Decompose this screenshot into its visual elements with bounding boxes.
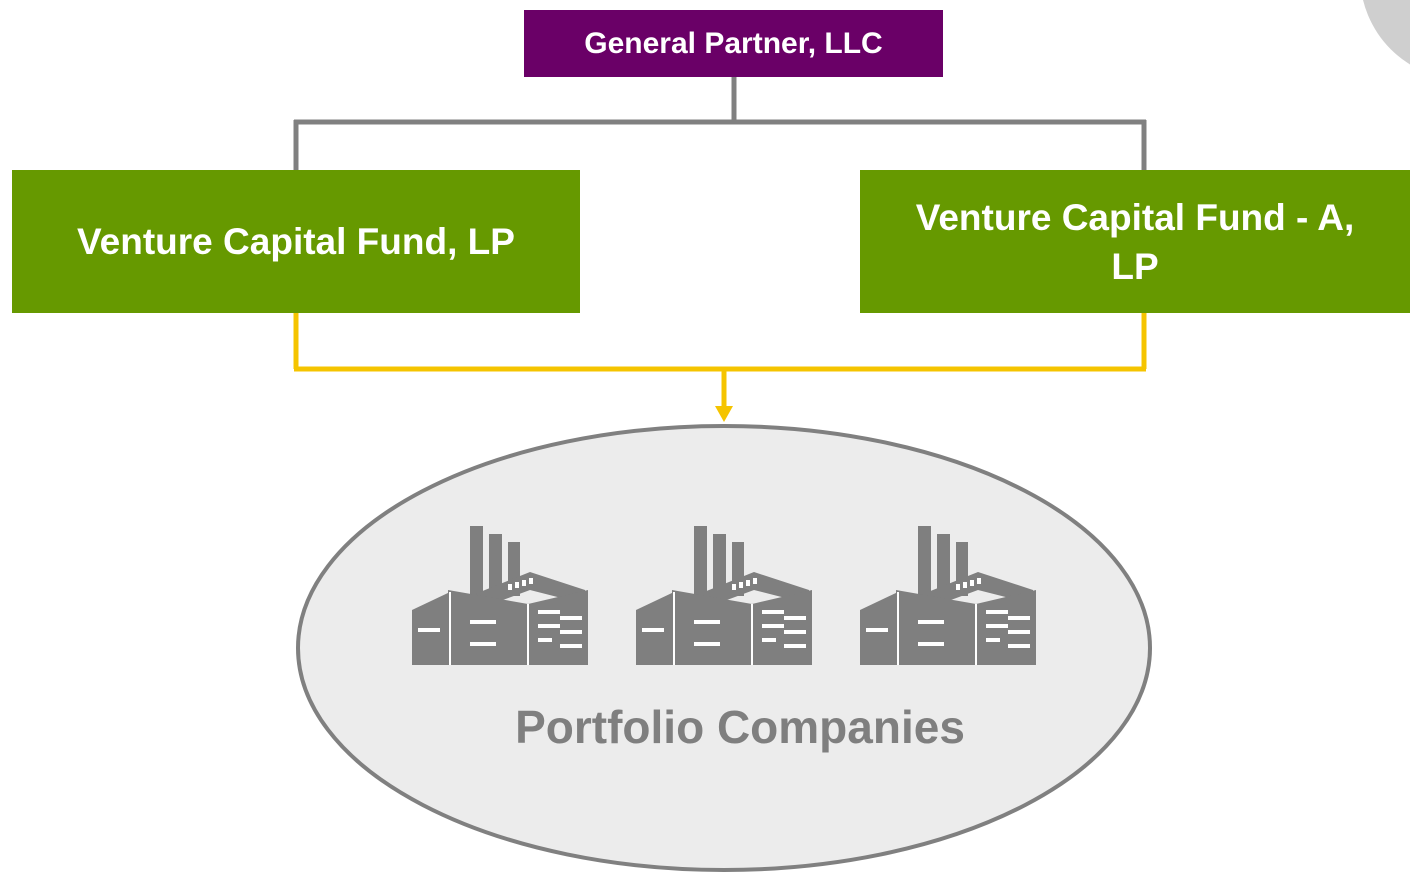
fund-box: Venture Capital Fund - A, LP [860, 170, 1410, 313]
factory-icon [412, 526, 588, 665]
fund-connector [293, 313, 1147, 408]
arrow-head [715, 406, 733, 422]
corner-decoration [1363, 0, 1410, 65]
factory-icon [636, 526, 812, 665]
factory-icon [860, 526, 1036, 665]
portfolio-label: Portfolio Companies [515, 701, 965, 753]
general-partner-box: General Partner, LLC [524, 10, 943, 77]
gp-connector [293, 77, 1147, 170]
general-partner-label: General Partner, LLC [584, 26, 883, 60]
fund-label: Venture Capital Fund - A, LP [915, 196, 1355, 287]
fund-label: Venture Capital Fund, LP [77, 221, 515, 262]
fund-box: Venture Capital Fund, LP [12, 170, 580, 313]
